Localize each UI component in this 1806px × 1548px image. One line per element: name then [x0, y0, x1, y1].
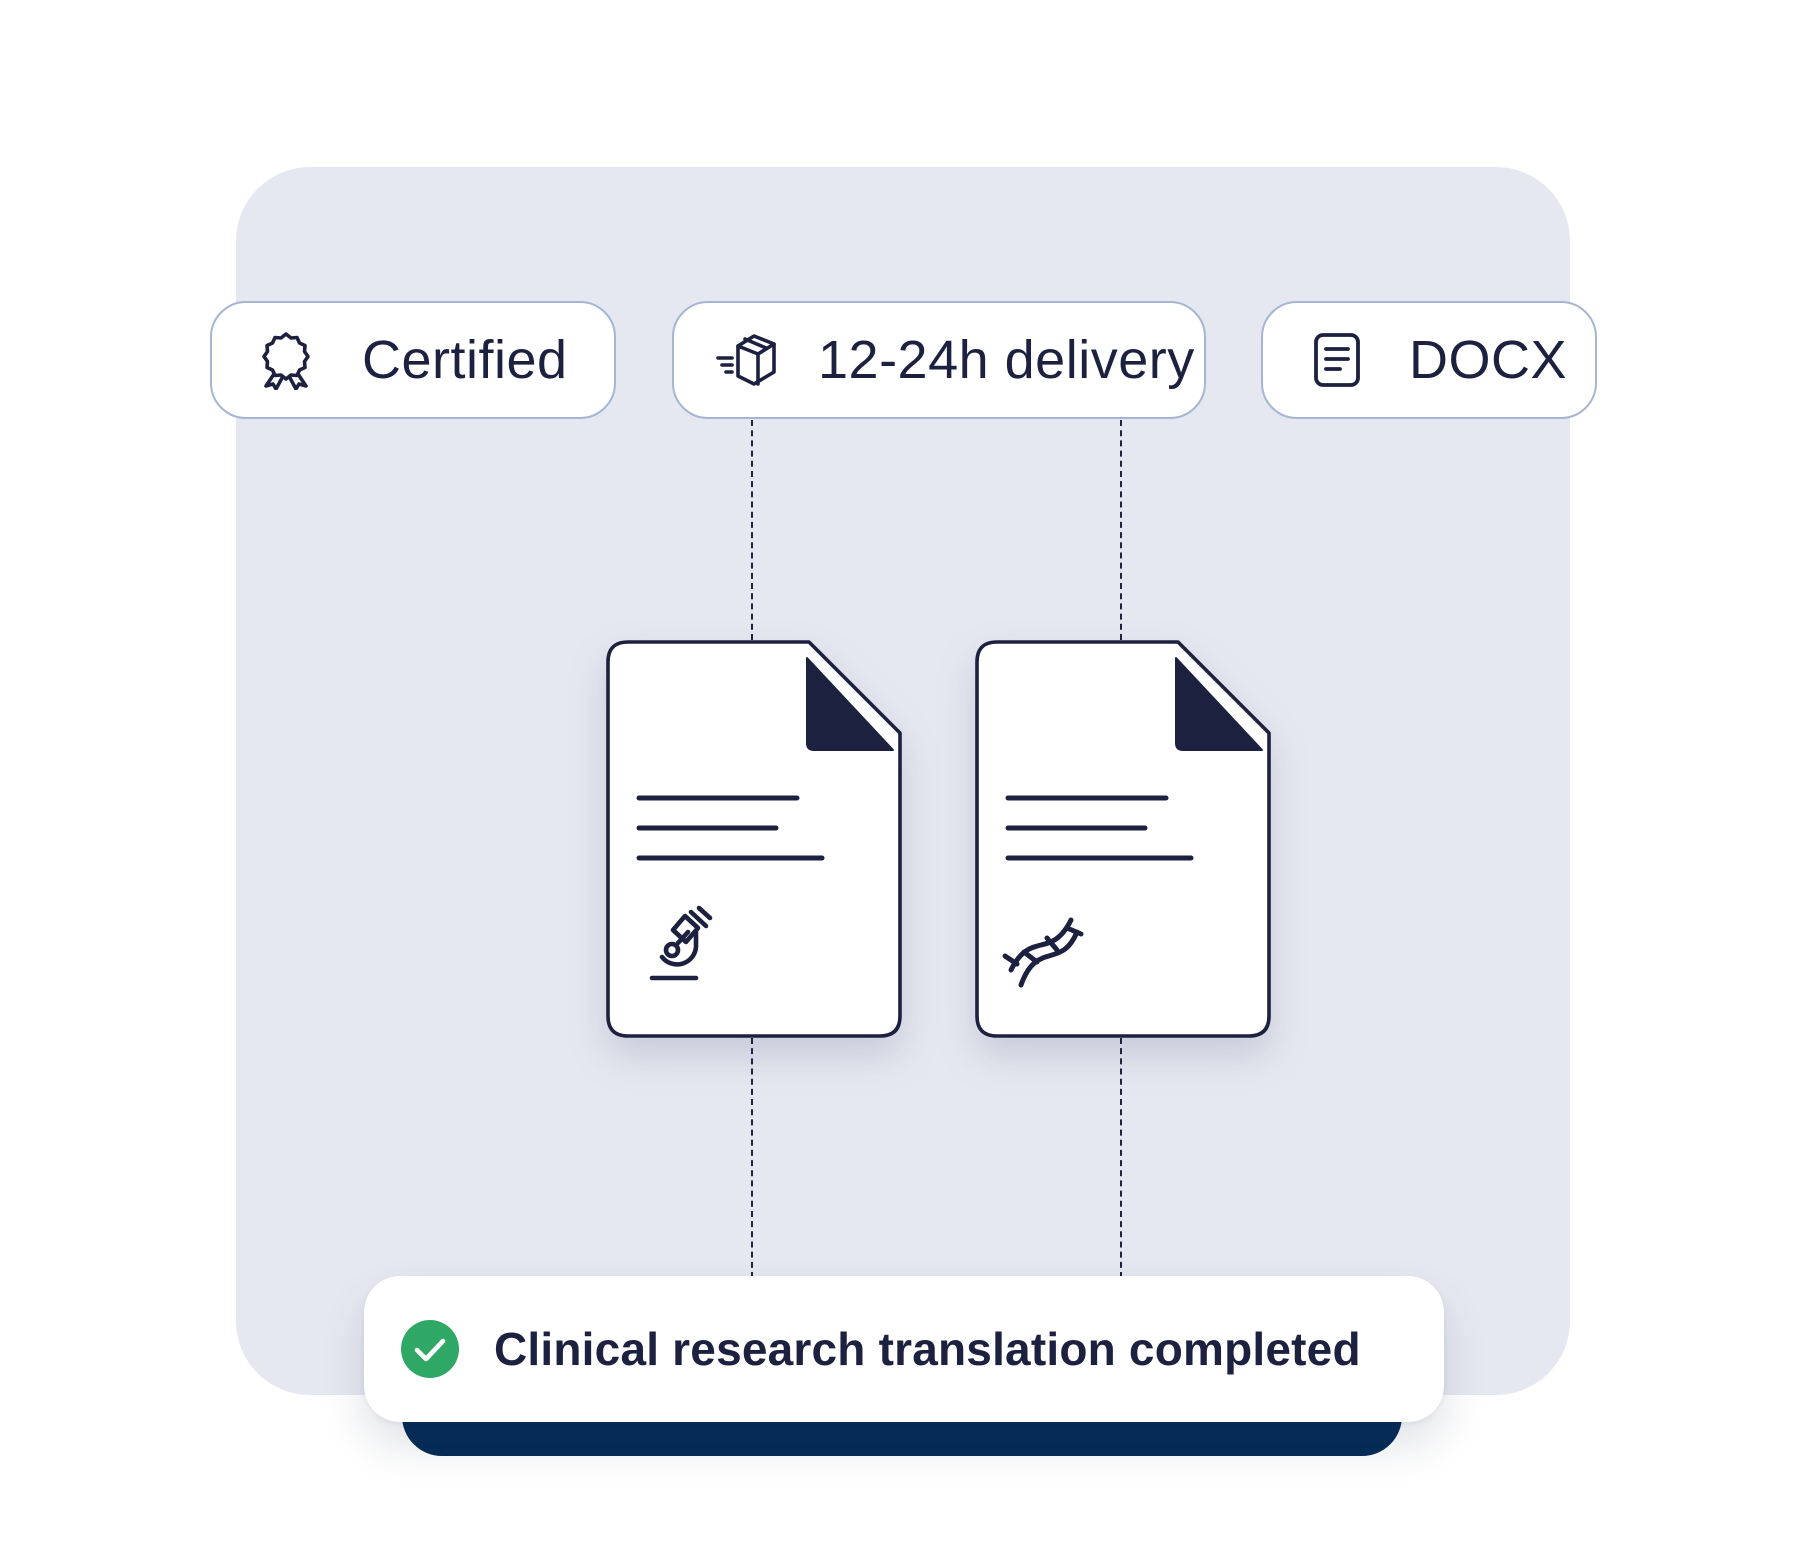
check-circle-icon [400, 1319, 460, 1379]
delivery-label: 12-24h delivery [818, 330, 1195, 390]
dna-icon [1002, 917, 1084, 988]
document-lines-icon [1311, 331, 1363, 389]
award-ribbon-icon [256, 330, 316, 390]
connector-line-left-bottom [751, 1038, 753, 1278]
document-card-dna [975, 640, 1271, 1038]
docx-badge: DOCX [1261, 301, 1597, 419]
fast-delivery-box-icon [714, 330, 780, 390]
status-message: Clinical research translation completed [494, 1323, 1361, 1375]
docx-label: DOCX [1409, 330, 1568, 390]
certified-label: Certified [362, 330, 568, 390]
connector-line-right-top [1120, 420, 1122, 640]
delivery-badge: 12-24h delivery [672, 301, 1206, 419]
connector-line-left-top [751, 420, 753, 640]
document-card-microscope [606, 640, 902, 1038]
microscope-icon [649, 905, 713, 981]
connector-line-right-bottom [1120, 1038, 1122, 1278]
certified-badge: Certified [210, 301, 616, 419]
status-banner: Clinical research translation completed [364, 1276, 1444, 1422]
